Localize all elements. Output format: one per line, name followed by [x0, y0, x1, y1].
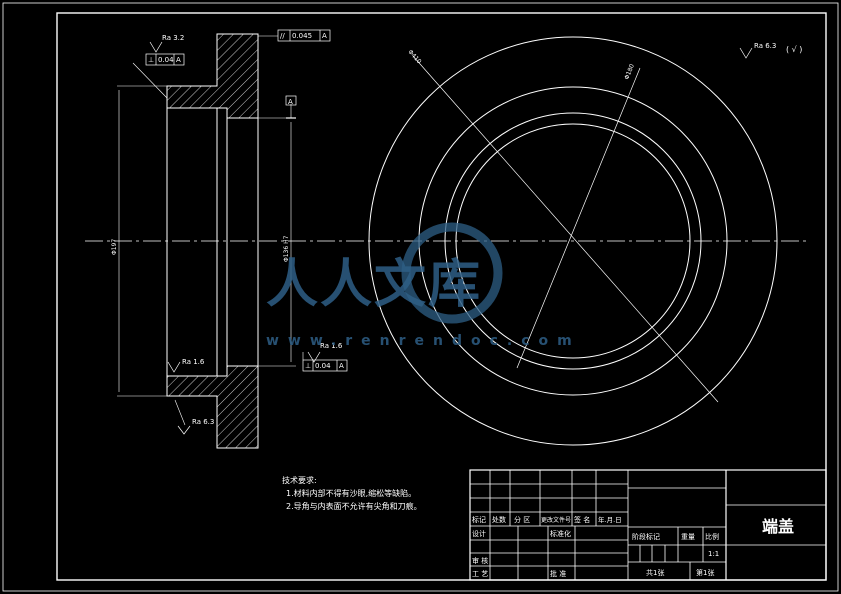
tol-frame-flat: // 0.045 A — [277, 29, 331, 42]
tol-frame-perp: ⊥ 0.04 A — [145, 53, 185, 66]
tb-mark: 标记 — [472, 515, 486, 524]
ra-right-lower: Ra 1.6 — [320, 342, 343, 350]
datum-a: A — [285, 95, 297, 106]
tb-count: 处数 — [492, 515, 506, 524]
tech-notes-heading: 技术要求: — [282, 476, 317, 485]
tb-scale-value: 1:1 — [708, 550, 719, 558]
dim-mid-dia: Φ136 H7 — [283, 235, 290, 262]
dim-outer-dia: Φ410 — [407, 49, 423, 66]
svg-text:A: A — [288, 98, 293, 106]
tb-stage-mark: 阶段标记 — [632, 532, 660, 541]
svg-text:A: A — [176, 56, 181, 64]
hatch-upper-flange — [166, 33, 259, 119]
watermark: 人人文库 www.renrendoc.com — [266, 222, 581, 349]
svg-text:0.045: 0.045 — [292, 32, 312, 40]
watermark-text: 人人文库 — [266, 255, 482, 315]
svg-text:A: A — [339, 362, 344, 370]
tech-note-1: 1.材料内部不得有沙眼,缩松等缺陷。 — [286, 489, 417, 498]
svg-text:⊥: ⊥ — [148, 56, 154, 64]
svg-text:0.04: 0.04 — [158, 56, 174, 64]
ra-top-left: Ra 3.2 — [162, 34, 184, 42]
section-view — [117, 33, 753, 449]
watermark-url: www.renrendoc.com — [266, 333, 581, 349]
svg-text:⊥: ⊥ — [305, 362, 311, 370]
tb-sign: 签 名 — [574, 515, 590, 524]
hatch-lower-flange — [166, 365, 259, 449]
dim-pcd: Φ180 — [623, 63, 636, 81]
part-name: 端盖 — [762, 517, 794, 536]
dim-left-dia: Φ197 — [111, 239, 118, 255]
ra-general-suffix: ( √ ) — [786, 45, 802, 54]
tb-scale-label: 比例 — [705, 532, 719, 541]
ra-general: Ra 6.3 — [754, 42, 776, 50]
tb-review: 审 核 — [472, 556, 488, 565]
inner-border — [56, 12, 827, 581]
title-block — [469, 469, 827, 581]
tech-notes: 技术要求: 1.材料内部不得有沙眼,缩松等缺陷。 2.导角与内表面不允许有尖角和… — [282, 474, 422, 513]
tb-date: 年.月.日 — [598, 515, 622, 524]
tb-weight: 重量 — [681, 533, 695, 541]
title-block-text: 标记 处数 分 区 更改文件号 签 名 年.月.日 设计 标准化 审 核 工 艺… — [472, 515, 794, 578]
tb-approve: 批 准 — [550, 569, 566, 578]
tb-design: 设计 — [472, 529, 486, 538]
svg-text://: // — [280, 32, 285, 40]
tb-sheets-total: 共1张 — [646, 568, 664, 577]
tb-standardization: 标准化 — [550, 529, 571, 538]
svg-text:0.04: 0.04 — [315, 362, 331, 370]
ra-bottom: Ra 6.3 — [192, 418, 214, 426]
tech-note-2: 2.导角与内表面不允许有尖角和刀痕。 — [286, 502, 422, 511]
tb-sheet-no: 第1张 — [696, 568, 714, 577]
tb-zone: 分 区 — [514, 515, 530, 524]
svg-text:A: A — [322, 32, 327, 40]
tb-change-doc: 更改文件号 — [541, 516, 571, 524]
ra-left-lower: Ra 1.6 — [182, 358, 205, 366]
tb-process: 工 艺 — [472, 570, 488, 578]
tol-frame-bottom: ⊥ 0.04 A — [302, 359, 348, 372]
